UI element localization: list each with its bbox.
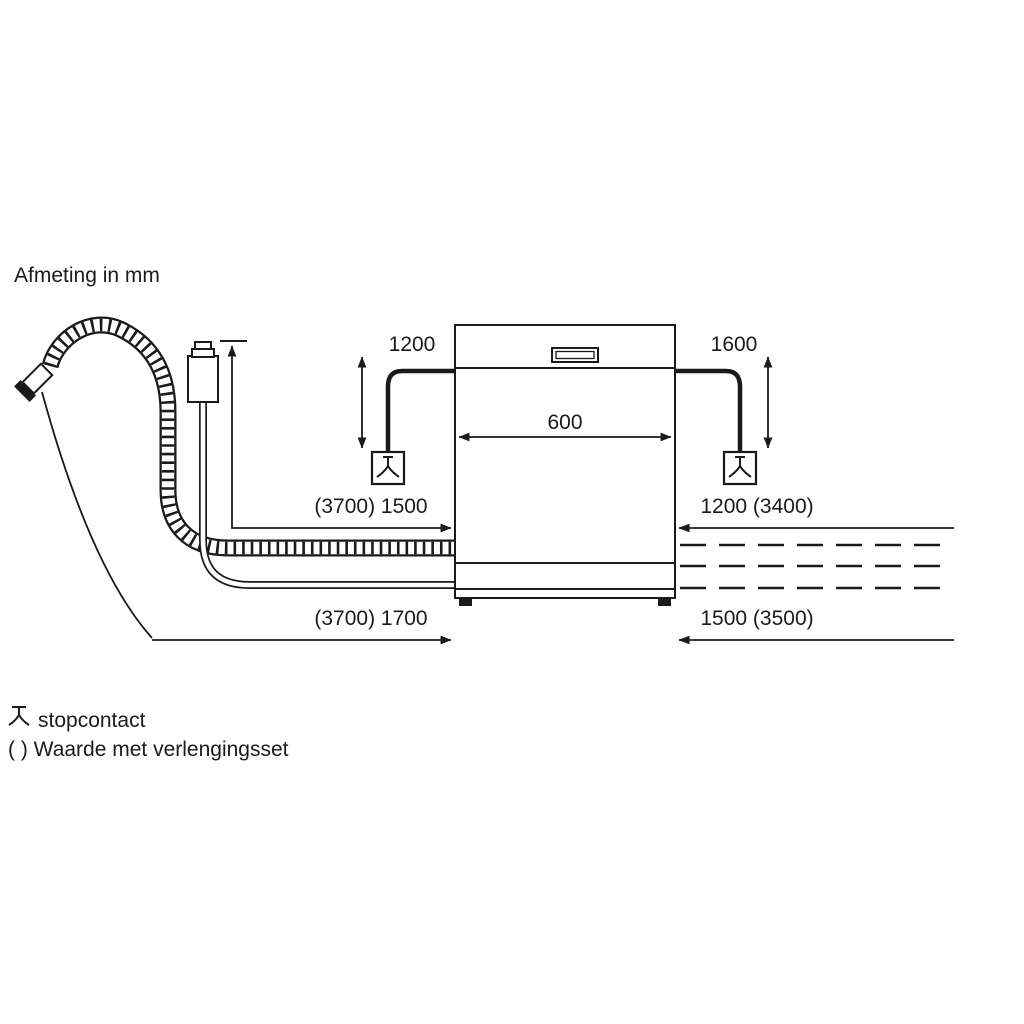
power-cord-right <box>675 368 743 451</box>
socket-legend-icon <box>8 706 30 726</box>
aquastop-valve-icon <box>187 341 219 403</box>
dishwasher-foot-right <box>658 598 671 606</box>
drain-hose <box>41 316 458 557</box>
control-panel-handle <box>551 347 599 363</box>
dim-label-extension-bottom: 1500 (3500) <box>700 607 813 630</box>
dishwasher-outline <box>454 324 676 599</box>
dim-label-width: 600 <box>547 411 582 434</box>
dim-label-supply: (3700) 1500 <box>314 495 427 518</box>
legend: stopcontact ( ) Waarde met verlengingsse… <box>8 706 289 761</box>
dimension-lines <box>41 345 954 645</box>
drain-extension-dashed-lines <box>680 543 952 590</box>
dim-line-supply <box>227 345 452 533</box>
dim-label-drain: (3700) 1700 <box>314 607 427 630</box>
dim-label-cord-left: 1200 <box>389 333 436 356</box>
page-title: Afmeting in mm <box>14 264 160 287</box>
socket-left-icon <box>370 450 406 486</box>
dishwasher-foot-left <box>459 598 472 606</box>
supply-hose <box>199 400 458 589</box>
dim-label-cord-right: 1600 <box>711 333 758 356</box>
dim-label-extension-top: 1200 (3400) <box>700 495 813 518</box>
socket-right-icon <box>722 450 758 486</box>
power-cord-left <box>385 368 455 451</box>
legend-socket-label: stopcontact <box>38 709 146 732</box>
legend-extension-label: ( ) Waarde met verlengingsset <box>8 738 289 761</box>
dim-leader-drain <box>41 391 153 639</box>
drain-hose-fitting-icon <box>14 362 54 402</box>
